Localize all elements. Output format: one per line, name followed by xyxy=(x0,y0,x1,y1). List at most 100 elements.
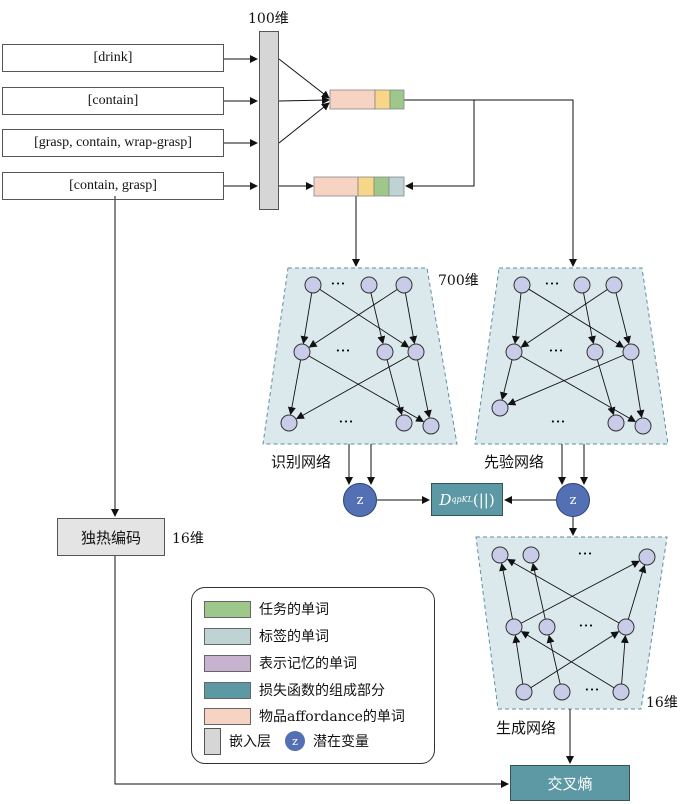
network-edge xyxy=(528,288,625,348)
input-arrows xyxy=(224,55,258,190)
neuron-node xyxy=(538,618,556,636)
neuron-node xyxy=(607,414,625,432)
network-edge xyxy=(596,359,616,416)
network-edge xyxy=(583,292,596,345)
neuron-node xyxy=(605,276,623,294)
network-edge xyxy=(520,631,615,689)
network-edge xyxy=(631,359,645,419)
network-edge xyxy=(308,355,425,423)
prior-network: ··· ··· ··· xyxy=(474,267,669,445)
latent-arrows xyxy=(111,196,588,788)
neuron-node xyxy=(638,548,656,566)
kl-argument: (||) xyxy=(472,490,495,509)
neuron-node xyxy=(622,343,640,361)
neuron-node xyxy=(360,276,378,294)
neuron-node xyxy=(395,414,413,432)
neuron-node xyxy=(515,683,533,701)
neuron-node xyxy=(553,683,571,701)
generation-dim-label: 16维 xyxy=(646,695,678,711)
legend-item-label: 标签的单词 xyxy=(204,625,329,647)
neuron-node xyxy=(505,343,523,361)
legend-swatch xyxy=(204,627,251,645)
network-outline xyxy=(474,267,669,445)
neuron-node xyxy=(491,399,509,417)
network-edge xyxy=(287,359,302,416)
input-label-words: [contain, grasp] xyxy=(2,172,224,200)
onehot-dim-label: 16维 xyxy=(172,531,204,547)
input-contain: [contain] xyxy=(2,87,224,115)
latent-z-recognition: z xyxy=(343,483,377,517)
network-edge xyxy=(370,292,386,345)
neuron-node xyxy=(612,683,630,701)
network-edge xyxy=(530,631,620,689)
network-edge xyxy=(627,564,647,620)
prior-network-label: 先验网络 xyxy=(484,453,545,471)
concat-vector-bottom xyxy=(313,176,405,197)
recognition-network: ········· xyxy=(262,267,458,445)
ellipsis-label: ··· xyxy=(548,341,563,360)
neuron-node xyxy=(617,618,635,636)
legend-latent-label: 潜在变量 xyxy=(313,734,369,750)
legend-item-memory: 表示记忆的单词 xyxy=(204,652,357,674)
generation-network-label: 生成网络 xyxy=(496,719,557,737)
neuron-node xyxy=(304,276,322,294)
network-edge xyxy=(499,562,513,620)
input-task-drink: [drink] xyxy=(2,44,224,72)
network-edge xyxy=(319,288,410,348)
legend-latent-swatch: z xyxy=(285,731,305,751)
ellipsis-label: ··· xyxy=(550,412,565,431)
onehot-encoding-box: 独热编码 xyxy=(57,518,165,556)
neuron-node xyxy=(634,417,652,435)
legend-item-task: 任务的单词 xyxy=(204,598,329,620)
legend: 任务的单词 标签的单词 表示记忆的单词 损失函数的组成部分 物品affordan… xyxy=(191,587,435,764)
neuron-node xyxy=(491,546,509,564)
network-edge xyxy=(507,354,624,406)
kl-symbol: D xyxy=(439,490,452,509)
neuron-node xyxy=(280,414,298,432)
network-edge xyxy=(300,292,313,345)
ellipsis-label: ··· xyxy=(584,680,599,699)
neuron-node xyxy=(522,546,540,564)
ellipsis-label: ··· xyxy=(338,412,353,431)
input-affordance-words: [grasp, contain, wrap-grasp] xyxy=(2,129,224,157)
recognition-network-label: 识别网络 xyxy=(271,453,332,471)
network-edge xyxy=(511,292,522,345)
legend-label: 表示记忆的单词 xyxy=(259,656,357,672)
legend-swatch xyxy=(204,600,251,618)
neuron-node xyxy=(293,343,311,361)
ellipsis-label: ··· xyxy=(544,274,559,293)
legend-swatch xyxy=(204,681,251,699)
network-edge xyxy=(620,634,629,685)
kl-subscript: qpKL xyxy=(451,495,473,504)
cross-entropy-box: 交叉熵 xyxy=(510,765,630,801)
neuron-node xyxy=(407,343,425,361)
legend-swatch xyxy=(204,707,251,725)
latent-z-prior: z xyxy=(556,483,590,517)
embedding-dim-label: 100维 xyxy=(248,11,289,27)
network-edge xyxy=(520,289,608,348)
network-edge xyxy=(512,634,524,685)
concat-vector-top xyxy=(329,89,405,110)
network-edge xyxy=(506,558,620,624)
network-edge xyxy=(386,359,404,416)
network-edge xyxy=(500,359,513,401)
network-edge xyxy=(530,562,546,620)
legend-label: 损失函数的组成部分 xyxy=(259,683,385,699)
network-outline xyxy=(475,536,668,710)
network-edge xyxy=(295,355,410,420)
legend-embed-swatch xyxy=(204,727,221,755)
legend-embed-label: 嵌入层 xyxy=(229,734,271,750)
neuron-node xyxy=(586,343,604,361)
network-edge xyxy=(520,355,637,423)
network-edge xyxy=(546,634,561,685)
legend-swatch xyxy=(204,654,251,672)
network-edge xyxy=(417,359,432,419)
neuron-node xyxy=(513,276,531,294)
ellipsis-label: ··· xyxy=(578,616,593,635)
embedding-layer xyxy=(259,31,279,210)
neuron-node xyxy=(395,276,413,294)
legend-item-loss: 损失函数的组成部分 xyxy=(204,679,385,701)
neuron-node xyxy=(422,417,440,435)
